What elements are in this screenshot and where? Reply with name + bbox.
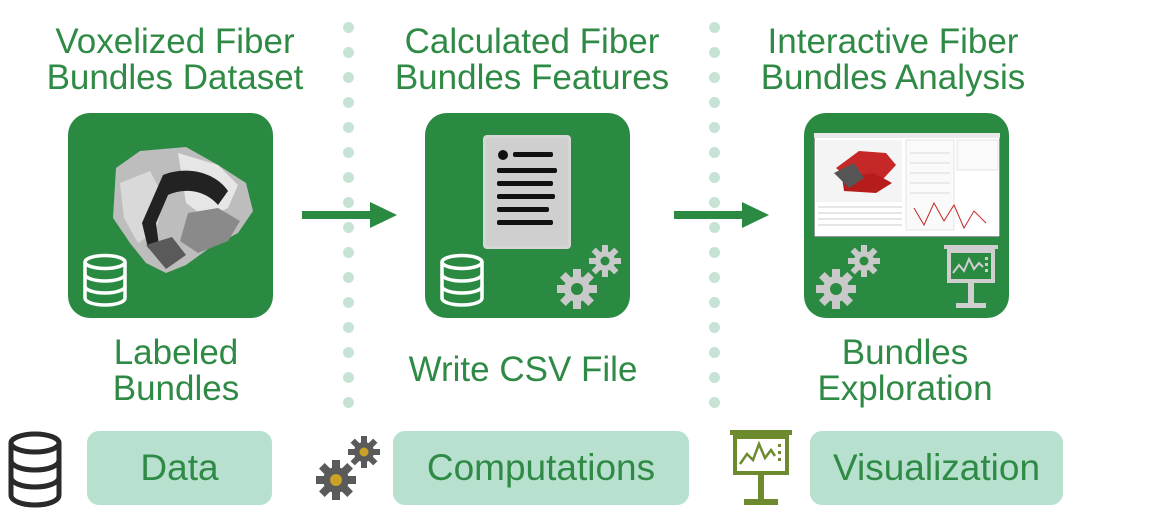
separator-dot: [709, 72, 720, 83]
separator-dot: [343, 247, 354, 258]
database-icon: [440, 253, 484, 307]
separator-2: [708, 22, 722, 422]
separator-dot: [709, 297, 720, 308]
stage-2-title: Calculated Fiber Bundles Features: [394, 22, 670, 97]
separator-dot: [709, 322, 720, 333]
document-icon: [483, 135, 571, 249]
stage-2-caption: Write CSV File: [408, 350, 638, 389]
separator-dot: [343, 47, 354, 58]
separator-dot: [343, 147, 354, 158]
stage-3-title: Interactive Fiber Bundles Analysis: [760, 22, 1026, 97]
separator-dot: [709, 347, 720, 358]
separator-dot: [343, 22, 354, 33]
separator-1: [342, 22, 356, 422]
separator-dot: [709, 197, 720, 208]
separator-dot: [709, 272, 720, 283]
fiber-bundle-render-icon: [113, 147, 253, 273]
legend-visualization-pill: Visualization: [810, 431, 1063, 505]
separator-dot: [709, 22, 720, 33]
separator-dot: [343, 297, 354, 308]
interactive-analysis-tile: [804, 113, 1009, 318]
separator-dot: [709, 172, 720, 183]
separator-dot: [343, 272, 354, 283]
separator-dot: [343, 122, 354, 133]
separator-dot: [343, 397, 354, 408]
separator-dot: [343, 372, 354, 383]
features-csv-tile: [425, 113, 630, 318]
stage-3-caption: Bundles Exploration: [817, 333, 993, 408]
legend-computations-pill: Computations: [393, 431, 689, 505]
gears-icon: [316, 436, 380, 500]
separator-dot: [709, 147, 720, 158]
separator-dot: [343, 197, 354, 208]
separator-dot: [343, 222, 354, 233]
separator-dot: [343, 97, 354, 108]
separator-dot: [709, 372, 720, 383]
gears-icon: [816, 245, 880, 309]
separator-dot: [709, 47, 720, 58]
separator-dot: [343, 347, 354, 358]
stage-1-title: Voxelized Fiber Bundles Dataset: [46, 22, 304, 97]
separator-dot: [343, 322, 354, 333]
separator-dot: [709, 247, 720, 258]
separator-dot: [709, 122, 720, 133]
arrow-right-icon: [302, 202, 397, 228]
stage-1-caption: Labeled Bundles: [112, 333, 240, 408]
voxelized-dataset-tile: [68, 113, 273, 318]
arrow-right-icon: [674, 202, 769, 228]
gears-icon: [557, 245, 621, 309]
separator-dot: [343, 172, 354, 183]
database-icon: [83, 253, 127, 307]
presentation-chart-icon: [944, 245, 998, 308]
separator-dot: [709, 397, 720, 408]
legend-data-pill: Data: [87, 431, 272, 505]
application-screenshot-thumbnail: [814, 133, 1000, 237]
presentation-chart-icon: [730, 430, 792, 505]
separator-dot: [709, 222, 720, 233]
database-icon: [8, 431, 62, 508]
separator-dot: [709, 97, 720, 108]
separator-dot: [343, 72, 354, 83]
